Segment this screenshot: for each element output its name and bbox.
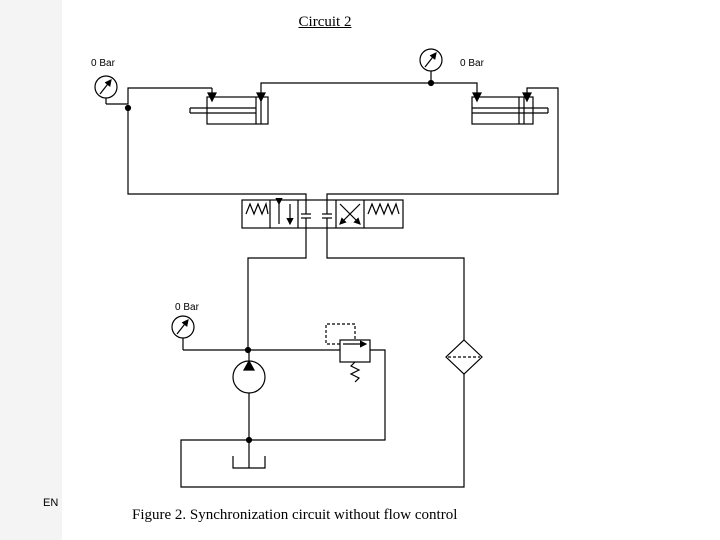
- directional-valve-icon: [241, 198, 404, 229]
- pump-icon: [232, 350, 266, 440]
- gauge-label-left: 0 Bar: [91, 58, 115, 69]
- filter-icon: [445, 339, 483, 375]
- line-return: [326, 228, 465, 340]
- pressure-gauge-left-icon: [94, 75, 118, 104]
- line-left-outer: [127, 108, 307, 200]
- cylinder-right-icon: [471, 92, 549, 125]
- gauge-label-pump: 0 Bar: [175, 302, 199, 313]
- relief-valve-icon: [249, 323, 386, 441]
- tank-icon: [232, 440, 266, 469]
- line-return-tank: [180, 374, 465, 488]
- line-cross-top: [260, 82, 478, 97]
- pressure-gauge-pump-icon: [171, 315, 195, 350]
- line-left-gauge: [106, 87, 212, 105]
- diagram-title: Circuit 2: [298, 14, 352, 30]
- line-pressure: [247, 228, 307, 349]
- line-right-outer: [326, 87, 559, 200]
- figure-caption: Figure 2. Synchronization circuit withou…: [132, 507, 458, 523]
- corner-text: EN: [43, 497, 59, 509]
- left-margin-strip: [0, 0, 62, 540]
- gauge-label-right: 0 Bar: [460, 58, 484, 69]
- cylinder-left-icon: [189, 88, 269, 125]
- pressure-gauge-right-icon: [419, 48, 443, 83]
